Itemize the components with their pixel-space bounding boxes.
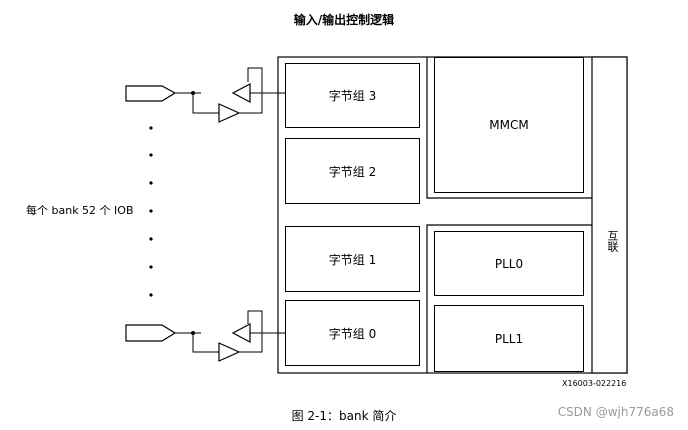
watermark: CSDN @wjh776a68 — [557, 405, 674, 419]
output-buffer-bottom — [231, 323, 251, 343]
byte-group-2-label: 字节组 2 — [328, 164, 377, 179]
byte-group-2: 字节组 2 — [285, 138, 420, 204]
iob-pad-bottom — [125, 324, 177, 342]
figure-id: X16003-022216 — [562, 379, 627, 388]
interconnect-column — [591, 56, 628, 374]
mmcm-frame — [426, 57, 592, 199]
byte-group-3-label: 字节组 3 — [328, 89, 377, 103]
pll0-label: PLL0 — [494, 256, 524, 271]
input-buffer-bottom — [218, 342, 241, 362]
byte-group-0: 字节组 0 — [285, 300, 420, 366]
input-buffer-top — [218, 103, 241, 123]
iob-pad-top — [125, 85, 177, 102]
byte-group-3: 字节组 3 — [285, 63, 420, 128]
mmcm-label: MMCM — [489, 118, 529, 132]
pll-frame — [426, 224, 592, 373]
byte-group-0-label: 字节组 0 — [328, 326, 377, 341]
diagram-title: 输入/输出控制逻辑 — [293, 13, 395, 27]
pll0-block: PLL0 — [434, 231, 584, 296]
iob-count-label: 每个 bank 52 个 IOB — [26, 204, 134, 217]
output-buffer-top — [231, 83, 251, 103]
pll1-block: PLL1 — [434, 305, 584, 372]
mmcm-block: MMCM — [434, 57, 584, 193]
pll1-label: PLL1 — [494, 331, 524, 346]
iob-ellipsis-dots — [149, 126, 153, 297]
byte-group-1: 字节组 1 — [285, 226, 420, 292]
interconnect-label: 互联 — [606, 230, 619, 252]
figure-caption: 图 2-1：bank 简介 — [291, 409, 397, 423]
byte-group-1-label: 字节组 1 — [328, 252, 377, 267]
